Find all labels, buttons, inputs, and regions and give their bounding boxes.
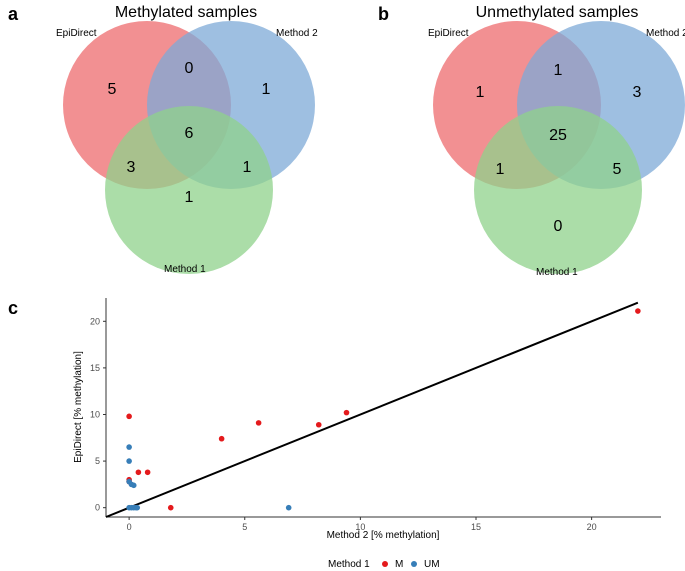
axis-ticks: 0 5 10 15 20 0 5 10 15 20 [90,316,597,532]
point-m [135,469,142,476]
venn-a-count-method2-only: 1 [262,81,271,98]
venn-a-label-method1: Method 1 [164,264,206,275]
point-um [126,444,132,450]
point-m [255,420,262,426]
y-axis-title: EpiDirect [% methylation] [73,351,84,463]
point-m [126,413,132,420]
venn-a: Methylated samples EpiDirect Method 2 Me… [56,4,318,275]
y-tick-label: 15 [90,363,100,373]
venn-a-label-epidirect: EpiDirect [56,28,97,39]
x-tick-label: 5 [242,522,247,532]
venn-b-label-method1: Method 1 [536,267,578,278]
panel-letter-c: c [8,298,18,318]
panel-letter-b: b [378,4,389,24]
venn-a-title: Methylated samples [115,4,257,21]
venn-b-count-method2-only: 3 [633,84,642,101]
identity-line [105,301,639,518]
point-m [635,308,641,314]
point-um [126,458,132,464]
venn-b-count-all-three: 25 [549,127,567,144]
venn-a-count-epidirect-method2: 0 [185,60,194,77]
point-m [218,435,225,442]
y-tick-label: 5 [95,456,100,466]
scatter-plot: 0 5 10 15 20 0 5 10 15 20 Method 2 [% methylation… [73,298,661,541]
venn-b-count-epidirect-only: 1 [476,84,485,101]
legend-label-um: UM [424,559,440,570]
y-tick-label: 10 [90,409,100,419]
y-tick-label: 0 [95,503,100,513]
x-tick-label: 20 [587,522,597,532]
venn-b-circle-method1 [474,106,642,274]
venn-a-count-epidirect-method1: 3 [127,159,136,176]
scatter-points [126,308,641,511]
venn-a-count-epidirect-only: 5 [108,81,117,98]
venn-a-count-all-three: 6 [185,125,194,142]
venn-b: Unmethylated samples EpiDirect Method 2 … [428,4,685,278]
x-tick-label: 10 [355,522,365,532]
panel-letter-a: a [8,4,19,24]
point-um [285,504,292,511]
point-m [315,421,322,428]
venn-a-count-method1-method2: 1 [243,159,252,176]
point-m [343,409,350,416]
point-m [144,469,151,476]
venn-b-count-epidirect-method1: 1 [496,161,505,178]
legend: Method 1 M UM [328,559,440,570]
x-tick-label: 0 [127,522,132,532]
venn-b-count-epidirect-method2: 1 [554,62,563,79]
y-tick-label: 20 [90,316,100,326]
venn-a-circle-method1 [105,106,273,274]
point-um [134,504,141,511]
point-m [167,504,174,511]
legend-dot-m [382,561,388,567]
venn-a-count-method1-only: 1 [185,189,194,206]
venn-a-label-method2: Method 2 [276,28,318,39]
legend-title: Method 1 [328,559,370,570]
x-tick-label: 15 [471,522,481,532]
venn-b-count-method1-method2: 5 [613,161,622,178]
venn-b-label-method2: Method 2 [646,28,685,39]
legend-label-m: M [395,559,403,570]
point-um [130,482,137,489]
venn-b-count-method1-only: 0 [554,218,563,235]
venn-b-title: Unmethylated samples [476,4,639,21]
legend-dot-um [411,561,417,567]
x-axis-title: Method 2 [% methylation] [327,530,440,541]
venn-b-label-epidirect: EpiDirect [428,28,469,39]
